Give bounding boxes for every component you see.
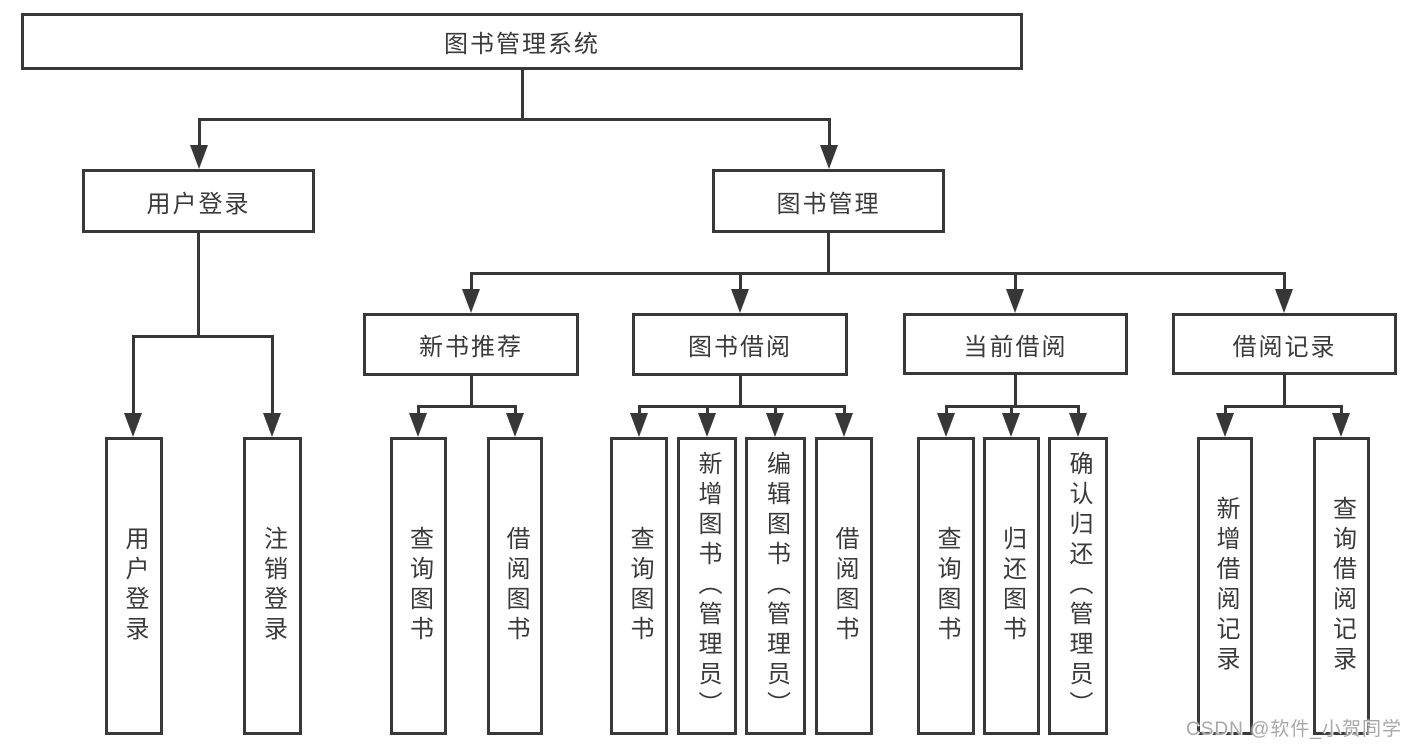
connector-line xyxy=(945,405,948,416)
watermark: CSDN @软件_小贺同学 xyxy=(1186,719,1402,740)
connector-line xyxy=(739,376,742,408)
connector-line xyxy=(197,233,200,338)
node-current-borrowing: 当前借阅 xyxy=(903,313,1128,375)
connector-line xyxy=(774,405,777,416)
connector-line xyxy=(706,405,709,416)
node-user-login: 用户登录 xyxy=(105,437,163,735)
node-new-book-recommendation: 新书推荐 xyxy=(363,313,579,376)
node-logout: 注销登录 xyxy=(243,437,302,735)
connector-line xyxy=(271,335,274,416)
node-add-books-admin: 新增图书（管理员） xyxy=(677,437,737,735)
node-add-borrow-record: 新增借阅记录 xyxy=(1197,437,1253,735)
arrow-down-icon xyxy=(630,413,648,437)
connector-line xyxy=(1224,405,1342,408)
node-borrowing-records: 借阅记录 xyxy=(1172,313,1397,375)
connector-line xyxy=(417,405,516,408)
arrow-down-icon xyxy=(835,413,853,437)
node-library-management-system: 图书管理系统 xyxy=(21,13,1023,70)
arrow-down-icon xyxy=(1006,289,1024,313)
node-return-books: 归还图书 xyxy=(983,437,1040,735)
connector-line xyxy=(1014,272,1017,292)
connector-line xyxy=(514,405,517,416)
connector-line xyxy=(470,376,473,408)
arrow-down-icon xyxy=(1332,413,1350,437)
arrow-down-icon xyxy=(731,289,749,313)
arrow-down-icon xyxy=(190,145,208,169)
arrow-down-icon xyxy=(820,145,838,169)
arrow-down-icon xyxy=(1216,413,1234,437)
node-query-books-borrowing: 查询图书 xyxy=(610,437,668,735)
arrow-down-icon xyxy=(462,289,480,313)
arrow-down-icon xyxy=(698,413,716,437)
connector-line xyxy=(843,405,846,416)
node-query-books-current: 查询图书 xyxy=(917,437,975,735)
connector-line xyxy=(1014,374,1017,408)
node-confirm-return-admin: 确认归还（管理员） xyxy=(1048,437,1108,735)
node-borrow-books-recommendation: 借阅图书 xyxy=(487,437,543,735)
node-query-books-recommendation: 查询图书 xyxy=(390,437,447,735)
connector-line xyxy=(827,233,830,275)
arrow-down-icon xyxy=(1002,413,1020,437)
connector-line xyxy=(739,272,742,292)
connector-line xyxy=(638,405,845,408)
connector-line xyxy=(1340,405,1343,416)
connector-line xyxy=(945,405,1079,408)
arrow-down-icon xyxy=(766,413,784,437)
connector-line xyxy=(638,405,641,416)
node-borrow-books: 借阅图书 xyxy=(815,437,873,735)
connector-line xyxy=(1224,405,1227,416)
connector-line xyxy=(1010,405,1013,416)
connector-line xyxy=(470,272,473,292)
node-user-login-branch: 用户登录 xyxy=(82,169,315,233)
arrow-down-icon xyxy=(937,413,955,437)
connector-line xyxy=(132,335,135,416)
connector-line xyxy=(470,272,1286,275)
connector-line xyxy=(132,335,274,338)
connector-line xyxy=(198,118,201,148)
node-book-borrowing: 图书借阅 xyxy=(632,313,848,376)
node-query-borrow-record: 查询借阅记录 xyxy=(1313,437,1370,735)
connector-line xyxy=(1077,405,1080,416)
connector-line xyxy=(828,118,831,148)
arrow-down-icon xyxy=(1275,289,1293,313)
connector-line xyxy=(198,118,831,121)
connector-line xyxy=(417,405,420,416)
arrow-down-icon xyxy=(124,413,142,437)
connector-line xyxy=(1283,272,1286,292)
node-edit-books-admin: 编辑图书（管理员） xyxy=(745,437,806,735)
arrow-down-icon xyxy=(1069,413,1087,437)
node-book-management-branch: 图书管理 xyxy=(712,169,945,233)
connector-line xyxy=(1283,374,1286,408)
arrow-down-icon xyxy=(506,413,524,437)
arrow-down-icon xyxy=(409,413,427,437)
arrow-down-icon xyxy=(263,413,281,437)
connector-line xyxy=(521,68,524,121)
